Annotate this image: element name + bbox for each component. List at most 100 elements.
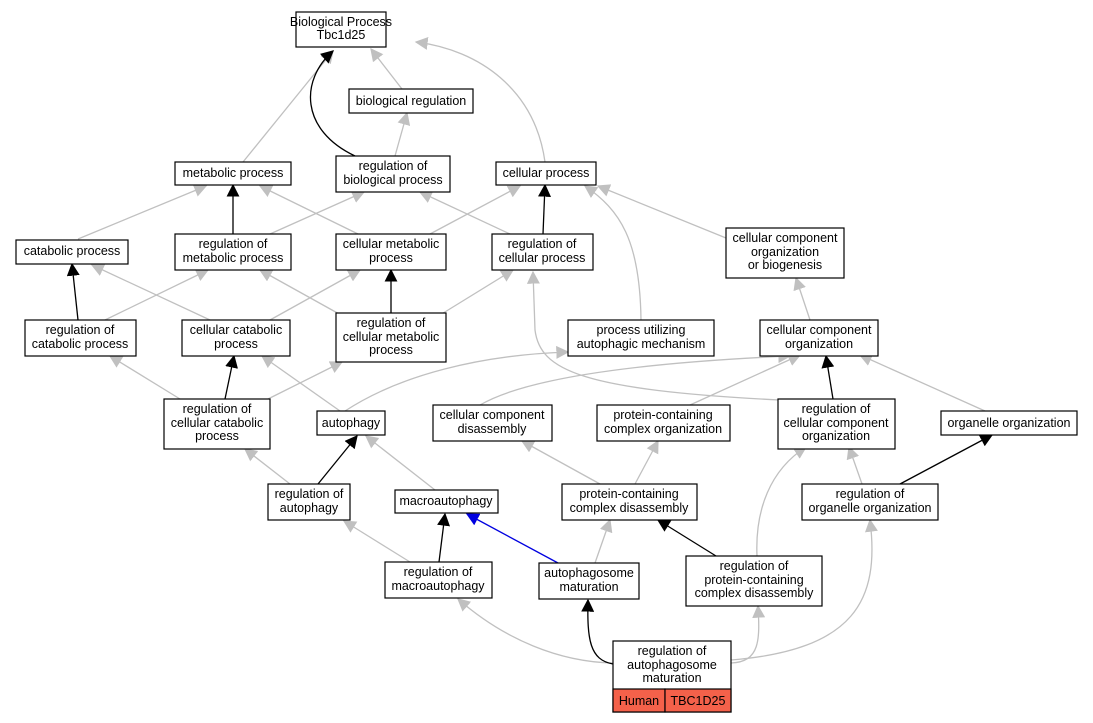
node-regulation-of-cellular-process[interactable]: regulation of cellular process: [491, 233, 594, 271]
node-cellular-component-organization-or-biogenesis[interactable]: cellular component organization or bioge…: [725, 227, 845, 279]
node-cellular-catabolic-process[interactable]: cellular catabolic process: [181, 319, 291, 357]
node-protein-containing-complex-organization[interactable]: protein-containing complex organization: [596, 404, 731, 442]
node-regulation-of-protein-containing-complex-disassembly[interactable]: regulation of protein-containing complex…: [685, 555, 823, 607]
node-autophagy[interactable]: autophagy: [316, 410, 386, 436]
edge-pccdis-ccdis: [520, 440, 601, 485]
node-autophagosome-maturation[interactable]: autophagosome maturation: [538, 562, 640, 600]
node-protein-containing-complex-disassembly[interactable]: protein-containing complex disassembly: [561, 483, 698, 521]
node-regulation-of-cellular-metabolic-process-line-1: regulation of: [357, 316, 426, 330]
node-cellular-metabolic-process[interactable]: cellular metabolic process: [335, 233, 447, 271]
node-regulation-of-cellular-metabolic-process[interactable]: regulation of cellular metabolic process: [335, 312, 447, 363]
node-protein-containing-complex-disassembly-line-2: complex disassembly: [570, 501, 690, 515]
node-cellular-catabolic-process-line-2: process: [214, 337, 258, 351]
node-regulation-of-cellular-metabolic-process-line-3: process: [369, 343, 413, 357]
node-regulation-of-metabolic-process-line-1: regulation of: [199, 237, 268, 251]
node-regulation-of-macroautophagy[interactable]: regulation of macroautophagy: [384, 561, 493, 599]
gene-cell[interactable]: [664, 688, 732, 713]
node-regulation-of-cco-line-3: organization: [802, 429, 870, 443]
node-cellular-component-organization-line-2: organization: [785, 337, 853, 351]
node-process-utilizing-autophagic-mechanism-line-1: process utilizing: [597, 323, 686, 337]
node-cellular-metabolic-process-line-1: cellular metabolic: [343, 237, 440, 251]
node-ccob-line-3: or biogenesis: [748, 258, 822, 272]
edge-regcellcatab-regcatab: [108, 355, 181, 400]
node-catabolic-process-line-1: catabolic process: [24, 244, 121, 258]
edge-cellproc-bp: [414, 37, 546, 163]
node-regulation-of-catabolic-process-line-2: catabolic process: [32, 337, 129, 351]
edge-regcco-cco: [821, 354, 835, 400]
edge-regbio-bp: [309, 50, 356, 157]
edge-apmat-macro: [465, 513, 559, 564]
edge-regbio-bioreg: [394, 111, 411, 157]
node-regulation-of-organelle-organization-line-2: organelle organization: [808, 501, 931, 515]
node-macroautophagy[interactable]: macroautophagy: [394, 489, 499, 514]
node-regulation-of-cellular-process-line-1: regulation of: [508, 237, 577, 251]
node-cellular-component-disassembly[interactable]: cellular component disassembly: [432, 404, 553, 442]
node-regulation-of-autophagy-line-1: regulation of: [275, 487, 344, 501]
node-regulation-of-autophagy-line-2: autophagy: [280, 501, 339, 515]
edge-pcco-cco: [689, 353, 802, 406]
node-regulation-of-organelle-organization[interactable]: regulation of organelle organization: [801, 483, 939, 521]
node-regulation-of-macroautophagy-line-2: macroautophagy: [391, 579, 485, 593]
edge-regcellcatab-cellcatab: [224, 354, 238, 400]
node-cellular-process-line-1: cellular process: [503, 166, 590, 180]
node-regulation-of-biological-process[interactable]: regulation of biological process: [335, 155, 451, 193]
node-regulation-of-cellular-catabolic-process-line-1: regulation of: [183, 402, 252, 416]
edge-regcellmetab-regmetab: [258, 269, 351, 321]
edge-layer: [66, 37, 994, 665]
node-regulation-of-pccdis-line-2: protein-containing: [704, 573, 803, 587]
edge-cellcatab-catab: [90, 264, 211, 321]
node-autophagosome-maturation-line-1: autophagosome: [544, 566, 634, 580]
node-target-line-2: autophagosome: [627, 658, 717, 672]
node-regulation-of-cellular-component-organization[interactable]: regulation of cellular component organiz…: [777, 398, 896, 450]
node-regulation-of-cco-line-2: cellular component: [784, 416, 889, 430]
edge-regmetab-regbio: [269, 190, 366, 235]
node-regulation-of-cellular-catabolic-process[interactable]: regulation of cellular catabolic process: [163, 398, 271, 450]
node-biological-process[interactable]: Biological Process Tbc1d25: [290, 11, 392, 48]
node-regulation-of-metabolic-process-line-2: metabolic process: [183, 251, 284, 265]
edge-ccob-cellproc: [596, 184, 727, 239]
edge-target-apmat: [581, 598, 614, 665]
node-macroautophagy-line-1: macroautophagy: [399, 494, 493, 508]
edge-apmat-pccdis: [594, 518, 613, 564]
edge-catab-metab: [77, 184, 208, 240]
node-protein-containing-complex-organization-line-2: complex organization: [604, 422, 722, 436]
edge-regpccdis-regcco: [756, 446, 808, 557]
node-cellular-component-organization[interactable]: cellular component organization: [759, 319, 879, 357]
edge-target-regpccdis: [730, 604, 766, 664]
edge-autophagy-pum: [344, 345, 570, 412]
node-regulation-of-pccdis-line-1: regulation of: [720, 559, 789, 573]
node-metabolic-process[interactable]: metabolic process: [174, 161, 292, 186]
edge-bioreg-bp: [370, 47, 403, 90]
node-regulation-of-catabolic-process[interactable]: regulation of catabolic process: [24, 319, 137, 357]
node-target-line-1: regulation of: [638, 644, 707, 658]
edge-cellcatab-cellmetab: [269, 269, 362, 321]
edge-regmacro-macro: [437, 512, 450, 563]
node-cellular-component-disassembly-line-2: disassembly: [458, 422, 528, 436]
node-regulation-of-cellular-process-line-2: cellular process: [499, 251, 586, 265]
node-biological-process-line-1: Biological Process: [290, 15, 392, 29]
edge-regcell-regbio: [418, 191, 511, 235]
edge-regcellmetab-regcell: [439, 269, 515, 316]
node-regulation-of-autophagy[interactable]: regulation of autophagy: [267, 483, 351, 521]
node-cellular-process[interactable]: cellular process: [495, 161, 597, 186]
edge-cellmetab-cellproc: [429, 185, 522, 235]
edge-cellmetab-metab: [258, 185, 359, 235]
edge-pccdis-pcco: [634, 439, 659, 485]
node-regulation-of-metabolic-process[interactable]: regulation of metabolic process: [174, 233, 292, 271]
edge-regmacro-regauto: [342, 520, 411, 563]
gene-label: TBC1D25: [671, 694, 726, 708]
node-process-utilizing-autophagic-mechanism[interactable]: process utilizing autophagic mechanism: [567, 319, 715, 357]
node-biological-regulation[interactable]: biological regulation: [348, 88, 474, 114]
node-autophagosome-maturation-line-2: maturation: [559, 580, 618, 594]
edge-regcellcatab-regcellmetab: [267, 361, 344, 400]
edge-pum-cellproc: [583, 185, 642, 321]
gene-annotation-row: Human TBC1D25: [612, 688, 732, 713]
edge-regcatab-regmetab: [104, 269, 210, 321]
node-metabolic-process-line-1: metabolic process: [183, 166, 284, 180]
edge-orgorg-cco: [858, 353, 986, 412]
edge-macro-autophagy: [364, 435, 436, 491]
node-regulation-of-pccdis-line-3: complex disassembly: [695, 586, 815, 600]
node-organelle-organization[interactable]: organelle organization: [940, 410, 1078, 436]
node-catabolic-process[interactable]: catabolic process: [15, 239, 129, 265]
node-autophagy-line-1: autophagy: [322, 416, 381, 430]
